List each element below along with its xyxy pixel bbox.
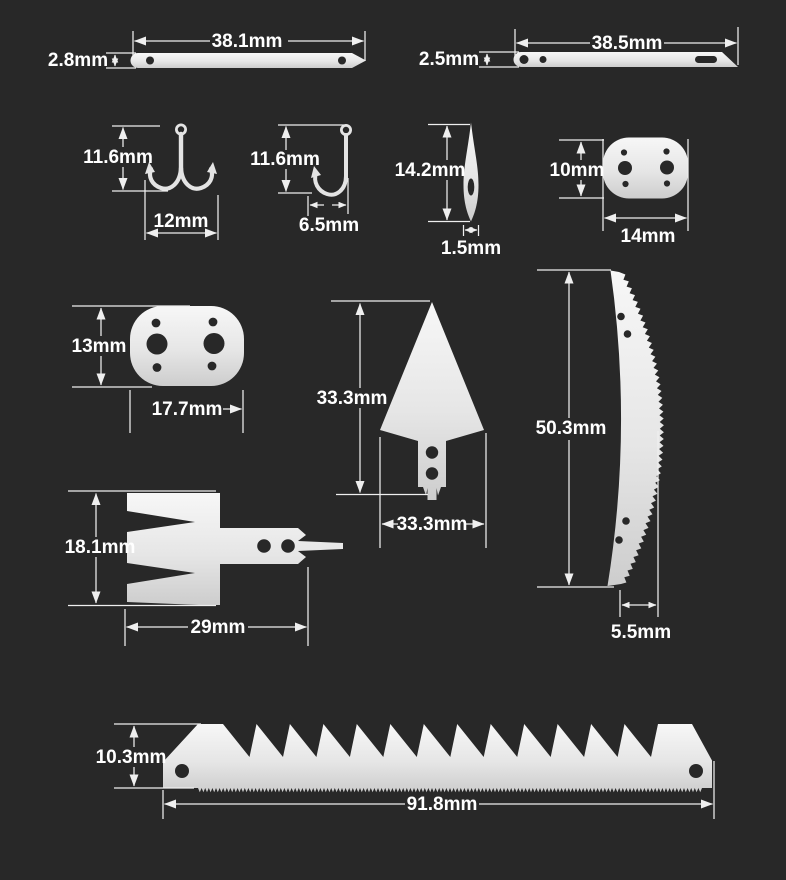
hook-barb-right [207,162,217,174]
width-dimension-label: 33.3mm [397,514,468,535]
fish-spear-shape [127,493,343,605]
part-flat-strip-angled: 38.5mm 2.5mm [419,27,739,70]
blade-hole [623,330,632,338]
height-dimension-label: 50.3mm [536,418,607,439]
oval-plate-large-dimensions: 13mm 17.7mm [72,305,244,433]
plate-hole-small [622,180,629,188]
part-fish-spear: 18.1mm 29mm [65,490,343,646]
shaft-hole [425,467,439,480]
rivet-hole [519,55,529,64]
height-dimension-label: 10.3mm [96,747,167,768]
width-dimension-label: 6.5mm [299,215,359,236]
rivet-hole [146,56,154,65]
flat-strip-pointed-dimensions: 38.1mm 2.8mm [48,31,366,71]
hook-bend-left [147,165,184,191]
height-dimension-label: 18.1mm [65,537,136,558]
height-dimension-label: 11.6mm [250,149,320,170]
plate-hole-large [203,333,225,354]
height-dimension-label: 2.8mm [48,50,108,71]
oval-plate-small-shape [603,137,688,199]
part-single-fishhook: 11.6mm 6.5mm [250,124,359,236]
rivet-hole [338,56,346,65]
part-double-fishhook: 11.6mm 12mm [83,123,219,240]
height-dimension-label: 2.5mm [419,49,479,70]
sewing-needle-shape [463,122,479,222]
width-dimension-label: 38.5mm [592,33,663,54]
plate-hole-small [152,363,162,372]
height-dimension-label: 11.6mm [83,147,153,168]
curved-saw-blade-dimensions: 50.3mm 5.5mm [536,269,671,643]
rivet-hole [539,56,547,63]
part-arrowhead: 33.3mm 33.3mm [317,300,487,548]
width-dimension-label: 1.5mm [441,238,501,259]
part-long-saw-blade: 10.3mm 91.8mm [96,723,715,819]
oval-plate-small-dimensions: 10mm 14mm [550,139,689,247]
sewing-needle-dimensions: 14.2mm 1.5mm [395,123,501,259]
plate-hole-large [618,161,632,175]
width-dimension-label: 14mm [621,226,676,247]
part-sewing-needle: 14.2mm 1.5mm [395,122,501,259]
long-saw-blade-dimensions: 10.3mm 91.8mm [96,723,715,819]
width-dimension-label: 38.1mm [212,31,283,52]
height-dimension-label: 13mm [72,336,127,357]
width-dimension-label: 91.8mm [407,794,478,815]
plate-hole-small [663,180,671,187]
single-fishhook-dimensions: 11.6mm 6.5mm [250,124,359,236]
plate-hole-small [208,317,218,327]
plate-hole-small [620,149,628,156]
hook-barb-left [145,162,155,174]
needle-eye [467,178,475,196]
flat-strip-angled-shape [513,52,738,67]
curved-saw-blade-shape [607,270,664,586]
arrowhead-dimensions: 33.3mm 33.3mm [317,300,487,548]
width-dimension-label: 12mm [154,211,209,232]
height-dimension-label: 14.2mm [395,160,466,181]
long-saw-blade-shape [163,724,712,793]
fish-spear-dimensions: 18.1mm 29mm [65,490,309,646]
plate-hole-large [660,160,674,175]
plate-hole-small [663,148,670,155]
width-dimension-label: 5.5mm [611,622,671,643]
plate-hole-large [146,333,168,355]
blade-hole [622,517,630,525]
double-fishhook-dimensions: 11.6mm 12mm [83,125,219,240]
part-curved-saw-blade: 50.3mm 5.5mm [536,269,671,643]
height-dimension-label: 33.3mm [317,388,388,409]
flat-strip-angled-dimensions: 38.5mm 2.5mm [419,27,739,70]
height-dimension-label: 10mm [550,160,605,181]
shaft-hole [425,446,439,459]
part-flat-strip-pointed: 38.1mm 2.8mm [48,31,366,71]
blade-hole [615,536,623,544]
blade-hole [689,764,703,778]
part-oval-plate-small: 10mm 14mm [550,137,689,247]
flat-strip-pointed-shape [130,53,366,68]
shaft-hole [257,539,271,553]
blade-hole [175,764,189,778]
hook-bend [313,171,348,197]
blade-hole [617,312,625,321]
arrowhead-shape [380,302,484,500]
width-dimension-label: 17.7mm [152,399,223,420]
hook-bend-right [178,165,215,191]
width-dimension-label: 29mm [191,617,246,638]
hook-barb [311,166,321,178]
slot-hole [695,56,717,63]
shaft-hole [281,539,295,553]
plate-hole-small [151,318,161,328]
plate-hole-small [207,361,217,371]
part-oval-plate-large: 13mm 17.7mm [72,305,244,433]
